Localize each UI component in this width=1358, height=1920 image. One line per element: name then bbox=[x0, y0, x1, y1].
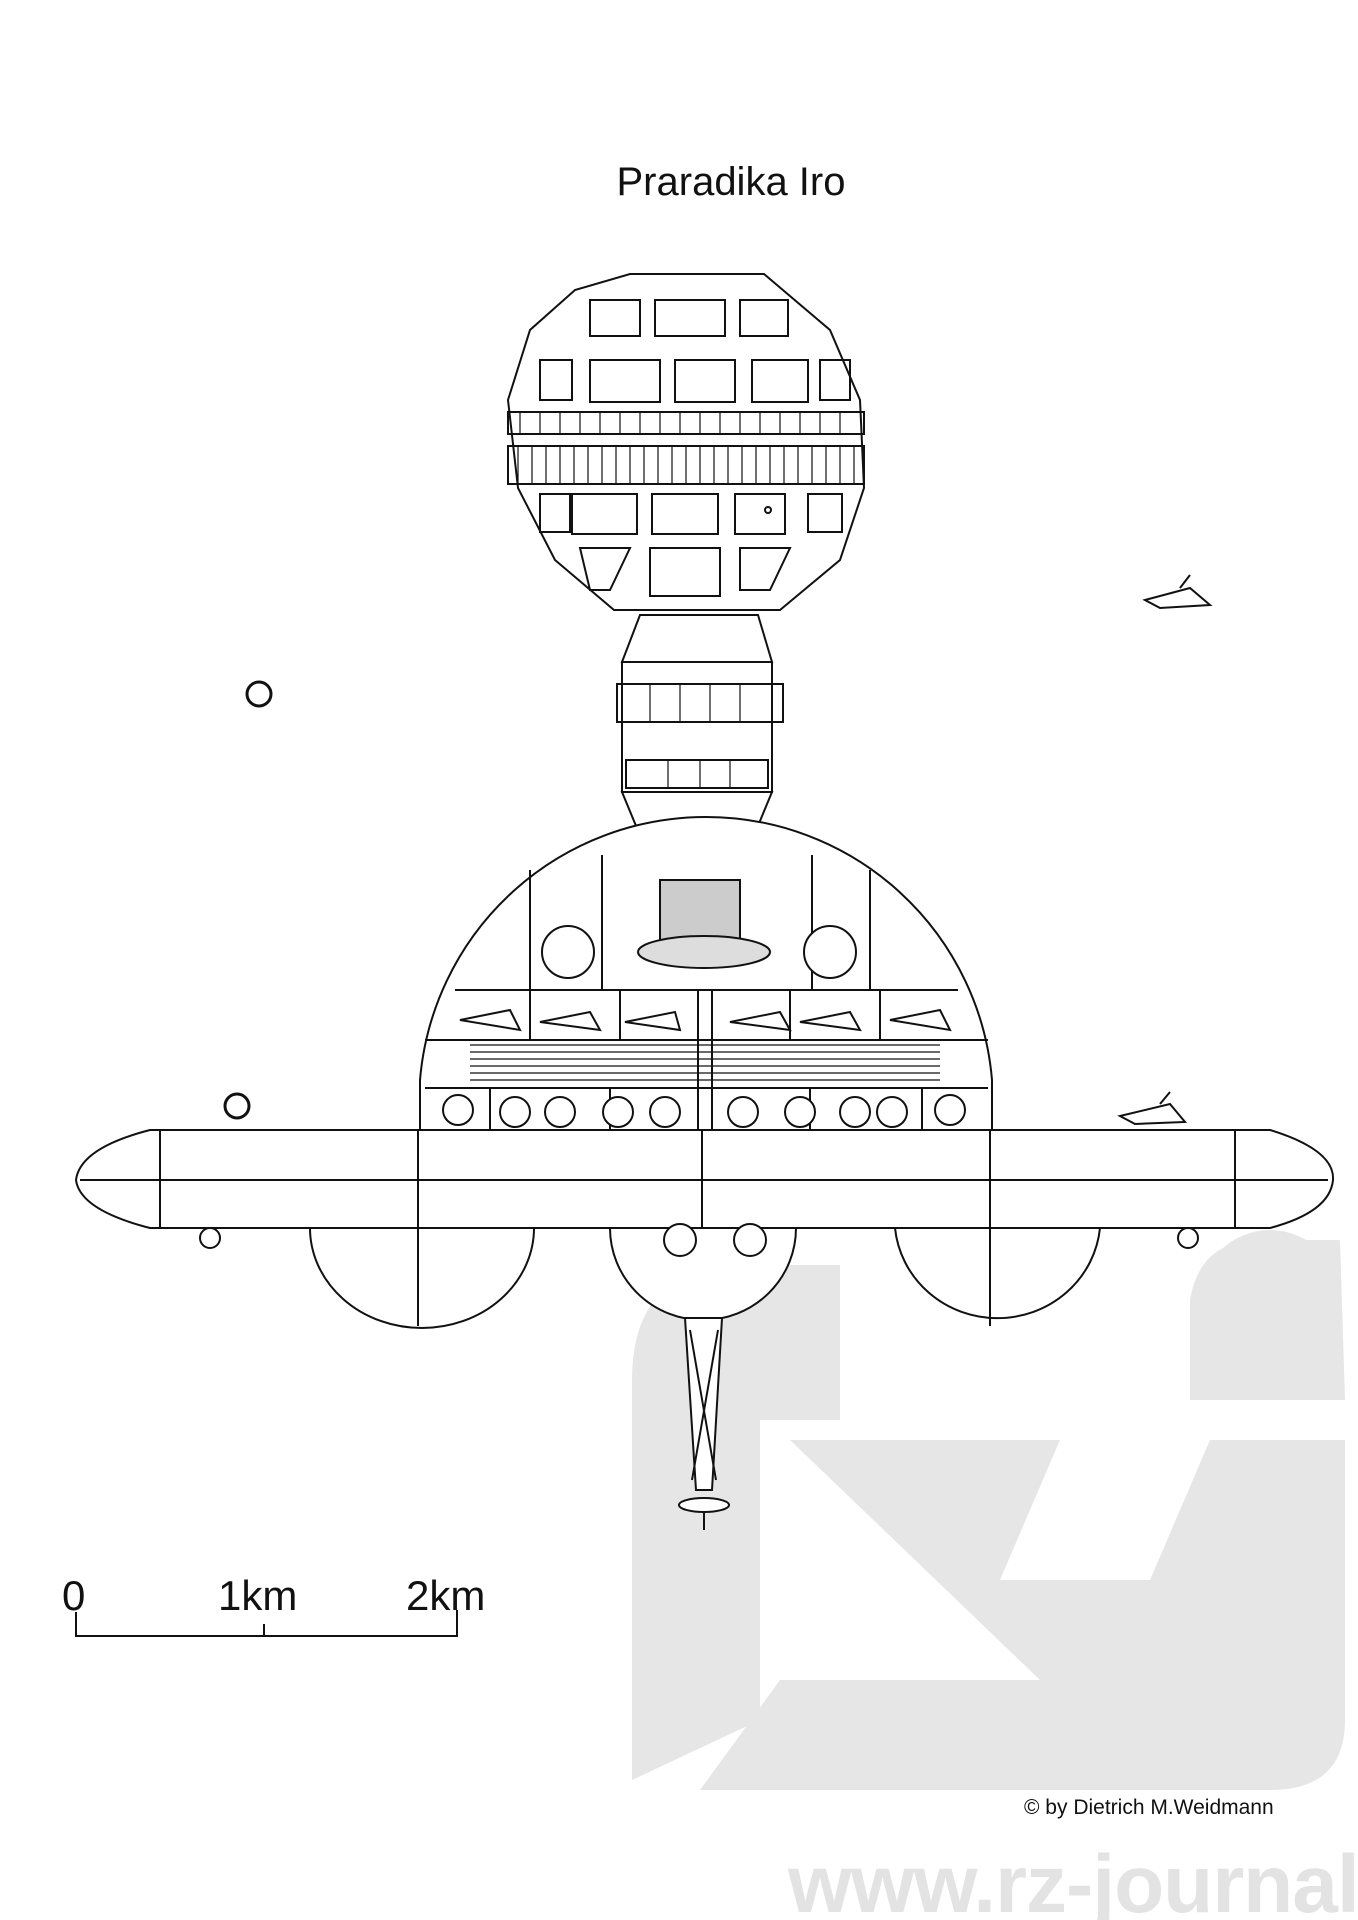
scale-bar bbox=[75, 1610, 458, 1637]
drawing-title: Praradika Iro bbox=[616, 160, 846, 204]
main-beam bbox=[74, 1129, 1335, 1229]
lower-domes bbox=[199, 1223, 1199, 1329]
docking-stem bbox=[678, 1317, 730, 1530]
shuttles bbox=[459, 1008, 952, 1032]
escort-craft bbox=[223, 574, 1213, 1126]
pods bbox=[442, 925, 966, 1128]
scale-label-0: 0 bbox=[62, 1572, 86, 1619]
neck-module bbox=[616, 614, 784, 851]
dome-hangar bbox=[419, 816, 993, 1131]
watermark-url: www.rz-journal.de bbox=[788, 1839, 1358, 1920]
copyright-notice: © by Dietrich M.Weidmann bbox=[1024, 1796, 1274, 1819]
scale-label-2km: 2km bbox=[406, 1572, 486, 1619]
scale-label-1km: 1km bbox=[218, 1572, 298, 1619]
rz-logo-watermark bbox=[632, 1230, 1345, 1790]
sphere-module bbox=[506, 273, 866, 611]
reactor-core bbox=[637, 879, 771, 969]
